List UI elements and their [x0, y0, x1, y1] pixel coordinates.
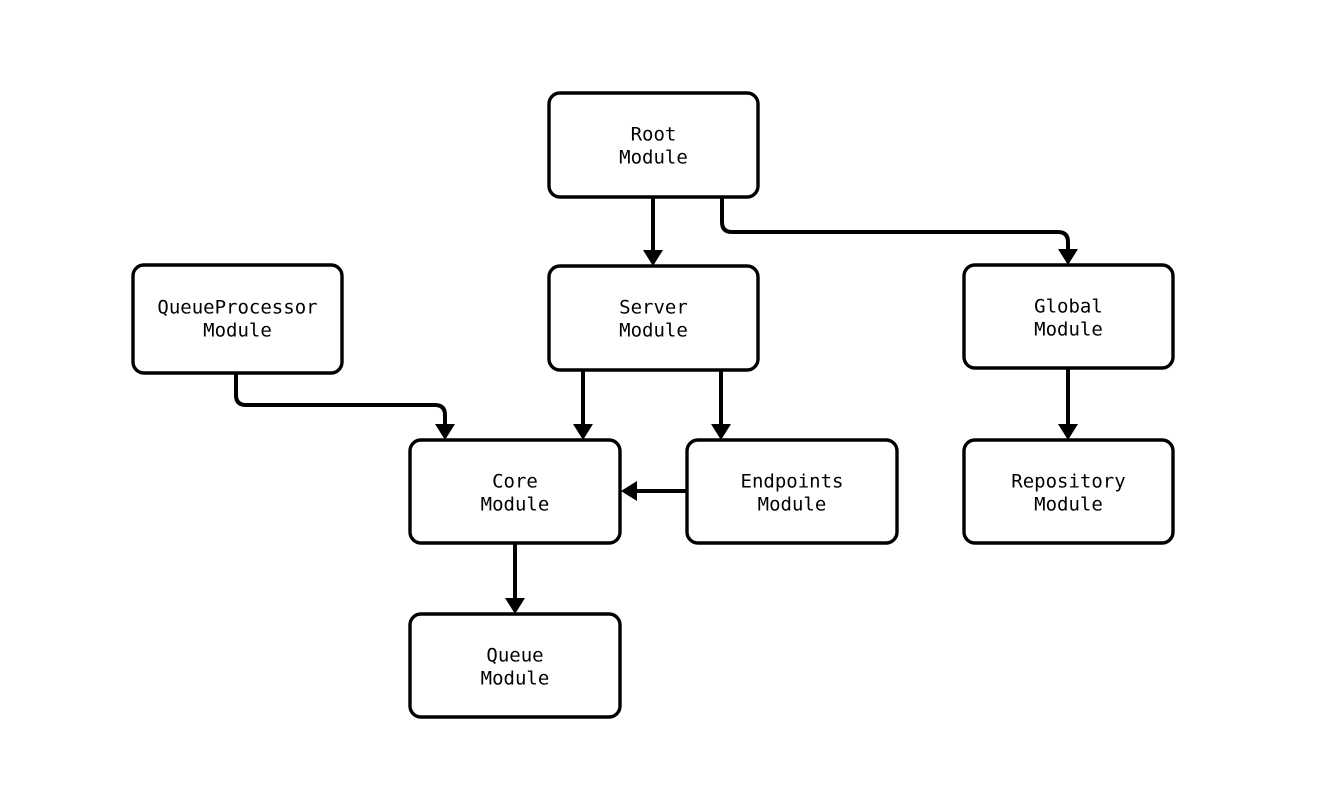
node-queueprocessor-module[interactable]: QueueProcessor Module — [131, 263, 344, 375]
edge-endpoints-to-core — [621, 481, 687, 501]
node-label-line1: Core — [492, 471, 538, 493]
node-label-line2: Module — [619, 147, 688, 169]
node-label-line1: Global — [1034, 296, 1103, 318]
node-box[interactable] — [685, 438, 899, 545]
node-box[interactable] — [962, 438, 1175, 545]
edge-root-to-server — [643, 197, 663, 266]
arrowhead-down — [1058, 424, 1078, 440]
arrowhead-down — [711, 424, 731, 440]
arrowhead-down — [435, 424, 455, 440]
node-label-line1: Repository — [1011, 471, 1125, 493]
edge-queueprocessor-to-core — [234, 373, 455, 440]
arrowhead-down — [573, 424, 593, 440]
node-endpoints-module[interactable]: Endpoints Module — [685, 438, 899, 545]
node-label-line2: Module — [758, 494, 827, 516]
edge-server-to-endpoints — [711, 370, 731, 440]
node-label-line1: Root — [631, 124, 677, 146]
node-box[interactable] — [131, 263, 344, 375]
arrowhead-down — [1058, 249, 1078, 265]
node-label-line1: Server — [619, 297, 688, 319]
node-box[interactable] — [547, 91, 760, 199]
node-repository-module[interactable]: Repository Module — [962, 438, 1175, 545]
edge-server-to-core — [573, 370, 593, 440]
edge-core-to-queue — [505, 543, 525, 614]
node-queue-module[interactable]: Queue Module — [408, 612, 622, 719]
arrowhead-left — [621, 481, 637, 501]
node-root-module[interactable]: Root Module — [547, 91, 760, 199]
node-core-module[interactable]: Core Module — [408, 438, 622, 545]
node-label-line1: Queue — [486, 645, 543, 667]
node-label-line1: Endpoints — [741, 471, 844, 493]
arrowhead-down — [643, 250, 663, 266]
node-box[interactable] — [547, 264, 760, 372]
node-label-line2: Module — [481, 494, 550, 516]
node-label-line2: Module — [619, 320, 688, 342]
edge-layer — [234, 197, 1078, 614]
node-box[interactable] — [962, 263, 1175, 370]
node-box[interactable] — [408, 612, 622, 719]
node-label-line2: Module — [1034, 494, 1103, 516]
node-label-line2: Module — [1034, 319, 1103, 341]
edge-root-to-global — [720, 197, 1078, 265]
node-global-module[interactable]: Global Module — [962, 263, 1175, 370]
node-label-line2: Module — [203, 320, 272, 342]
arrowhead-down — [505, 598, 525, 614]
node-server-module[interactable]: Server Module — [547, 264, 760, 372]
node-label-line1: QueueProcessor — [157, 297, 317, 319]
node-label-line2: Module — [481, 668, 550, 690]
node-layer: Root Module QueueProcessor Module Server… — [131, 91, 1175, 719]
node-box[interactable] — [408, 438, 622, 545]
edge-global-to-repository — [1058, 368, 1078, 440]
